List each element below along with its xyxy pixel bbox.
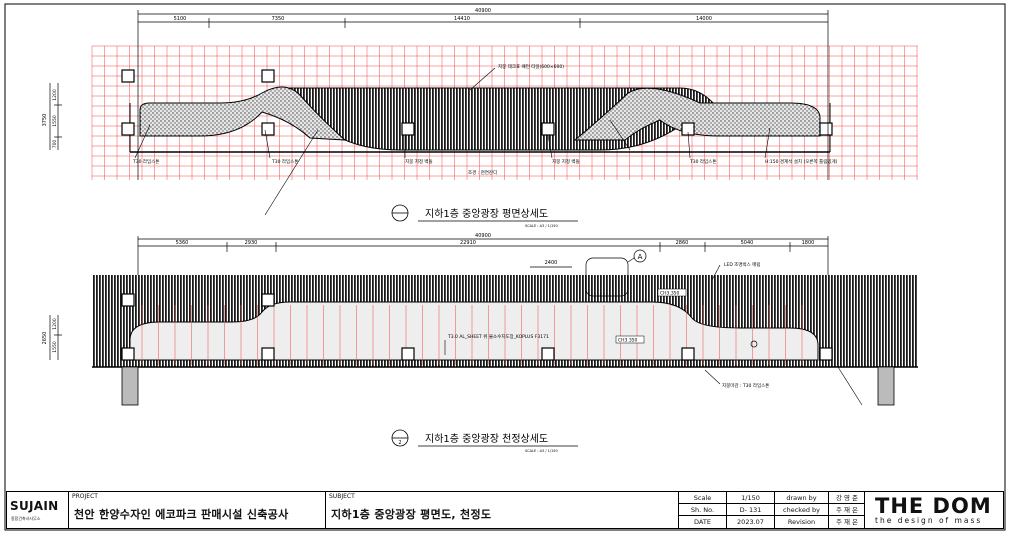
ceiling-side-dim: 1200 [52, 318, 58, 330]
column [261, 347, 275, 361]
plan-note: 조경 : 천연잔디 [468, 169, 497, 176]
date-label: DATE [679, 516, 727, 528]
column [541, 122, 555, 136]
subject-label: SUBJECT [329, 493, 355, 500]
plan-note: 지붕 지정 벽돌 [552, 158, 580, 165]
ceiling-title-number: 2 [398, 440, 401, 446]
title-block: SUJAIN 종합건축사사무소 PROJECT 천안 한양수자인 에코파크 판매… [6, 491, 1004, 529]
plan-dim: 14000 [696, 16, 712, 22]
subject-name: 지하1층 중앙광장 평면도, 천정도 [331, 508, 492, 521]
ceiling-wall-right [877, 366, 895, 406]
ceiling-dim: 5040 [741, 240, 754, 246]
plan-side-dim: 1550 [52, 115, 58, 127]
revision-label: Revision [775, 516, 829, 528]
scale-value: 1/150 [727, 492, 775, 504]
plan-detail: 40900 5100 7350 14410 14000 3750 1200 15… [42, 8, 918, 228]
ceiling-note: 지붕마감 : T30 라임스톤 [722, 382, 769, 389]
subject-cell: SUBJECT 지하1층 중앙광장 평면도, 천정도 [326, 492, 679, 528]
info-cell: Scale 1/150 drawn by 강 영 준 Sh. No. D- 13… [679, 492, 865, 528]
plan-stone-right [573, 87, 821, 141]
ceiling-scale: SCALE : A3 / 1/150 [525, 449, 558, 453]
plan-side-dim: 700 [52, 140, 58, 149]
column [819, 347, 833, 361]
project-name: 천안 한양수자인 에코파크 판매시설 신축공사 [74, 508, 289, 521]
brand-sub: the design of mass [875, 516, 983, 525]
ceiling-wall-left [121, 366, 139, 406]
plan-stone-left [139, 86, 347, 141]
plan-side-dim: 1200 [52, 89, 58, 101]
plan-dimensions [49, 10, 829, 180]
plan-overall-dim: 40900 [475, 8, 491, 14]
ceiling-overall-dim: 40900 [475, 233, 491, 239]
ceiling-note: CH3.350 [618, 338, 638, 344]
ceiling-callout-box [585, 257, 629, 297]
plan-dim: 7350 [272, 16, 285, 22]
project-cell: PROJECT 천안 한양수자인 에코파크 판매시설 신축공사 [69, 492, 326, 528]
sheet-value: D- 131 [727, 504, 775, 516]
ceiling-dimensions [49, 236, 829, 360]
column [121, 293, 135, 307]
ceiling-columns [121, 293, 833, 361]
ceiling-note: LED 조명박스 매립 [724, 261, 761, 268]
column [401, 122, 415, 136]
brand-cell: THE DOM the design of mass [865, 492, 1003, 528]
ceiling-detail: 40900 5360 2930 22910 2860 5040 1800 240… [42, 233, 918, 453]
plan-note: T30 라임스톤 [132, 158, 159, 165]
ceiling-dim: 2860 [676, 240, 689, 246]
plan-scale: SCALE : A3 / 1/150 [525, 224, 558, 228]
plan-note: T30 라임스톤 [271, 158, 298, 165]
plan-side-total: 3750 [42, 114, 48, 127]
scale-label: Scale [679, 492, 727, 504]
brand-logo: THE DOM [875, 494, 992, 518]
column [819, 122, 833, 136]
ceiling-note: T3.0 AL_SHEET 위 불소수지도장_KOPLUS F3171 [447, 333, 549, 340]
plan-note: 지붕 데크표 패턴 타일(600×600) [498, 63, 564, 70]
plan-dim: 14410 [454, 16, 470, 22]
column [121, 69, 135, 83]
plan-note: H:150 경계석 설치 (오른쪽 틀림있게) [765, 158, 838, 165]
ceiling-title: 지하1층 중앙광장 천정상세도 [425, 432, 548, 445]
checked-value: 주 재 은 [829, 504, 864, 516]
revision-value: 주 재 은 [835, 518, 859, 526]
column [261, 293, 275, 307]
ceiling-small-dim: 2400 [545, 260, 558, 266]
plan-note: 지붕 지정 벽돌 [405, 158, 433, 165]
ceiling-dim: 1800 [802, 240, 815, 246]
plan-title: 지하1층 중앙광장 평면상세도 [425, 207, 548, 220]
sheet-border [4, 3, 1006, 531]
plan-columns [121, 69, 833, 136]
ceiling-callout-label: A [638, 253, 643, 261]
ceiling-light-symbol [750, 340, 758, 348]
ceiling-dim: 22910 [460, 240, 476, 246]
date-value: 2023.07 [727, 516, 775, 528]
sheet-label: Sh. No. [679, 504, 727, 516]
column [121, 347, 135, 361]
plan-leaders [134, 67, 771, 216]
column [401, 347, 415, 361]
drawn-value: 강 영 준 [829, 492, 864, 504]
company-sub: 종합건축사사무소 [11, 516, 41, 521]
column [681, 347, 695, 361]
column [261, 122, 275, 136]
project-label: PROJECT [72, 493, 98, 500]
ceiling-callout-marker [633, 249, 647, 263]
ceiling-panel [129, 301, 819, 361]
ceiling-dim: 5360 [176, 240, 189, 246]
drawn-label: drawn by [775, 492, 829, 504]
company-cell: SUJAIN 종합건축사사무소 [7, 492, 69, 528]
column [261, 69, 275, 83]
column [541, 347, 555, 361]
ceiling-leaders [444, 264, 721, 385]
ceiling-note: CH3.350 [660, 291, 680, 297]
plan-note: T30 라임스톤 [689, 158, 716, 165]
ceiling-dim: 2930 [245, 240, 258, 246]
column [121, 122, 135, 136]
ceiling-side-total: 2650 [42, 332, 48, 345]
checked-label: checked by [775, 504, 829, 516]
ceiling-side-dim: 1550 [52, 341, 58, 353]
company-logo: SUJAIN [10, 499, 59, 513]
plan-dim: 5100 [174, 16, 187, 22]
